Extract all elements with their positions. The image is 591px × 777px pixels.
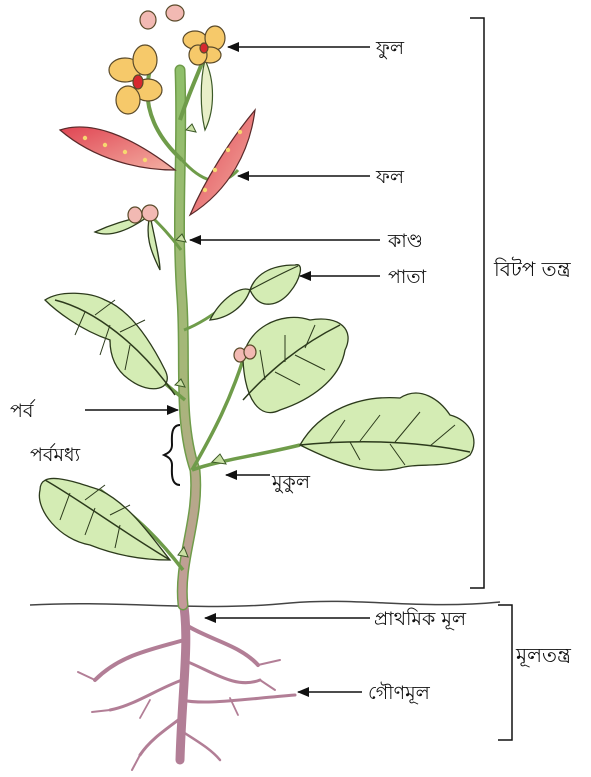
node-label: পর্ব	[10, 399, 36, 422]
root-system-bracket	[498, 605, 512, 740]
shoot-system-label: বিটপ তন্ত্র	[493, 257, 572, 281]
root-system-drawing	[78, 600, 295, 770]
soil-line	[30, 601, 500, 606]
primary-root-label: প্রাথমিক মূল	[374, 608, 467, 630]
internode-brace	[164, 425, 180, 485]
fruit-label: ফল	[375, 166, 405, 188]
root-system-label: মূলতন্ত্র	[515, 643, 572, 667]
bud-label: মুকুল	[271, 471, 311, 493]
flower-label: ফুল	[375, 37, 405, 59]
stem-label: কাণ্ড	[387, 230, 423, 252]
secondary-root-label: গৌণমূল	[368, 682, 431, 704]
leaf-label: পাতা	[388, 266, 427, 288]
internode-label: পর্বমধ্য	[30, 443, 81, 466]
shoot-system-bracket	[470, 18, 484, 588]
